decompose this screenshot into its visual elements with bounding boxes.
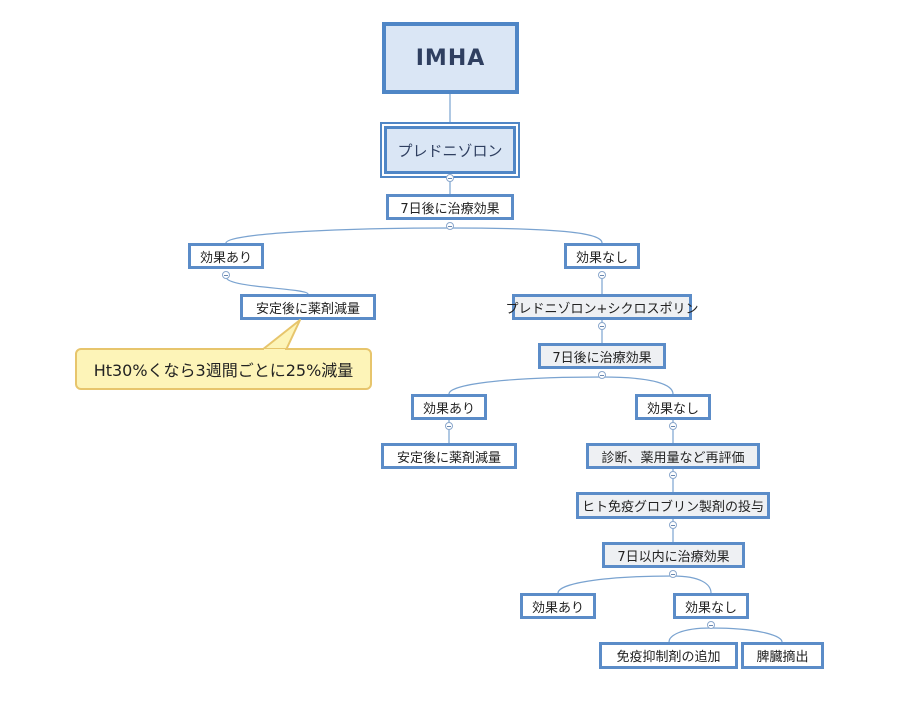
edge-eval2-not-effective2 bbox=[601, 376, 674, 395]
collapse-toggle-icon[interactable] bbox=[669, 521, 677, 529]
node-taper-2[interactable]: 安定後に薬剤減量 bbox=[381, 443, 517, 469]
edge-eval3-effective3 bbox=[557, 575, 674, 594]
edge-eval1-not-effective1 bbox=[449, 227, 603, 244]
edge-eval1-effective1 bbox=[225, 227, 451, 244]
node-effective-3[interactable]: 効果あり bbox=[520, 593, 596, 619]
node-splenectomy[interactable]: 脾臓摘出 bbox=[741, 642, 824, 669]
node-prednisolone[interactable]: プレドニゾロン bbox=[384, 126, 516, 174]
node-ivig[interactable]: ヒト免疫グロブリン製剤の投与 bbox=[576, 492, 770, 519]
collapse-toggle-icon[interactable] bbox=[669, 471, 677, 479]
collapse-toggle-icon[interactable] bbox=[446, 174, 454, 182]
edge-effective1-taper1 bbox=[225, 276, 309, 295]
node-add-immunosuppressant[interactable]: 免疫抑制剤の追加 bbox=[599, 642, 738, 669]
collapse-toggle-icon[interactable] bbox=[446, 222, 454, 230]
edge-not-effective3-add bbox=[668, 627, 712, 643]
node-effective-2[interactable]: 効果あり bbox=[411, 394, 487, 420]
node-prednisolone-cyclosporine[interactable]: プレドニゾロン+シクロスポリン bbox=[506, 294, 698, 320]
collapse-toggle-icon[interactable] bbox=[669, 422, 677, 430]
node-eval-7days-3[interactable]: 7日以内に治療効果 bbox=[602, 542, 745, 568]
node-not-effective-3[interactable]: 効果なし bbox=[673, 593, 749, 619]
node-taper-1[interactable]: 安定後に薬剤減量 bbox=[240, 294, 376, 320]
collapse-toggle-icon[interactable] bbox=[707, 621, 715, 629]
collapse-toggle-icon[interactable] bbox=[598, 271, 606, 279]
taper-callout[interactable]: Ht30%くなら3週間ごとに25%減量 bbox=[75, 348, 372, 390]
node-not-effective-1[interactable]: 効果なし bbox=[564, 243, 640, 269]
node-imha[interactable]: IMHA bbox=[382, 22, 519, 94]
node-eval-7days-1[interactable]: 7日後に治療効果 bbox=[386, 194, 514, 220]
edge-eval2-effective2 bbox=[448, 376, 603, 395]
node-effective-1[interactable]: 効果あり bbox=[188, 243, 264, 269]
node-eval-7days-2[interactable]: 7日後に治療効果 bbox=[538, 343, 666, 369]
edge-not-effective3-splenectomy bbox=[710, 627, 783, 643]
collapse-toggle-icon[interactable] bbox=[222, 271, 230, 279]
collapse-toggle-icon[interactable] bbox=[445, 422, 453, 430]
collapse-toggle-icon[interactable] bbox=[598, 322, 606, 330]
collapse-toggle-icon[interactable] bbox=[669, 570, 677, 578]
node-reevaluate[interactable]: 診断、薬用量など再評価 bbox=[586, 443, 760, 469]
edge-eval3-not-effective3 bbox=[672, 575, 712, 594]
collapse-toggle-icon[interactable] bbox=[598, 371, 606, 379]
node-not-effective-2[interactable]: 効果なし bbox=[635, 394, 711, 420]
